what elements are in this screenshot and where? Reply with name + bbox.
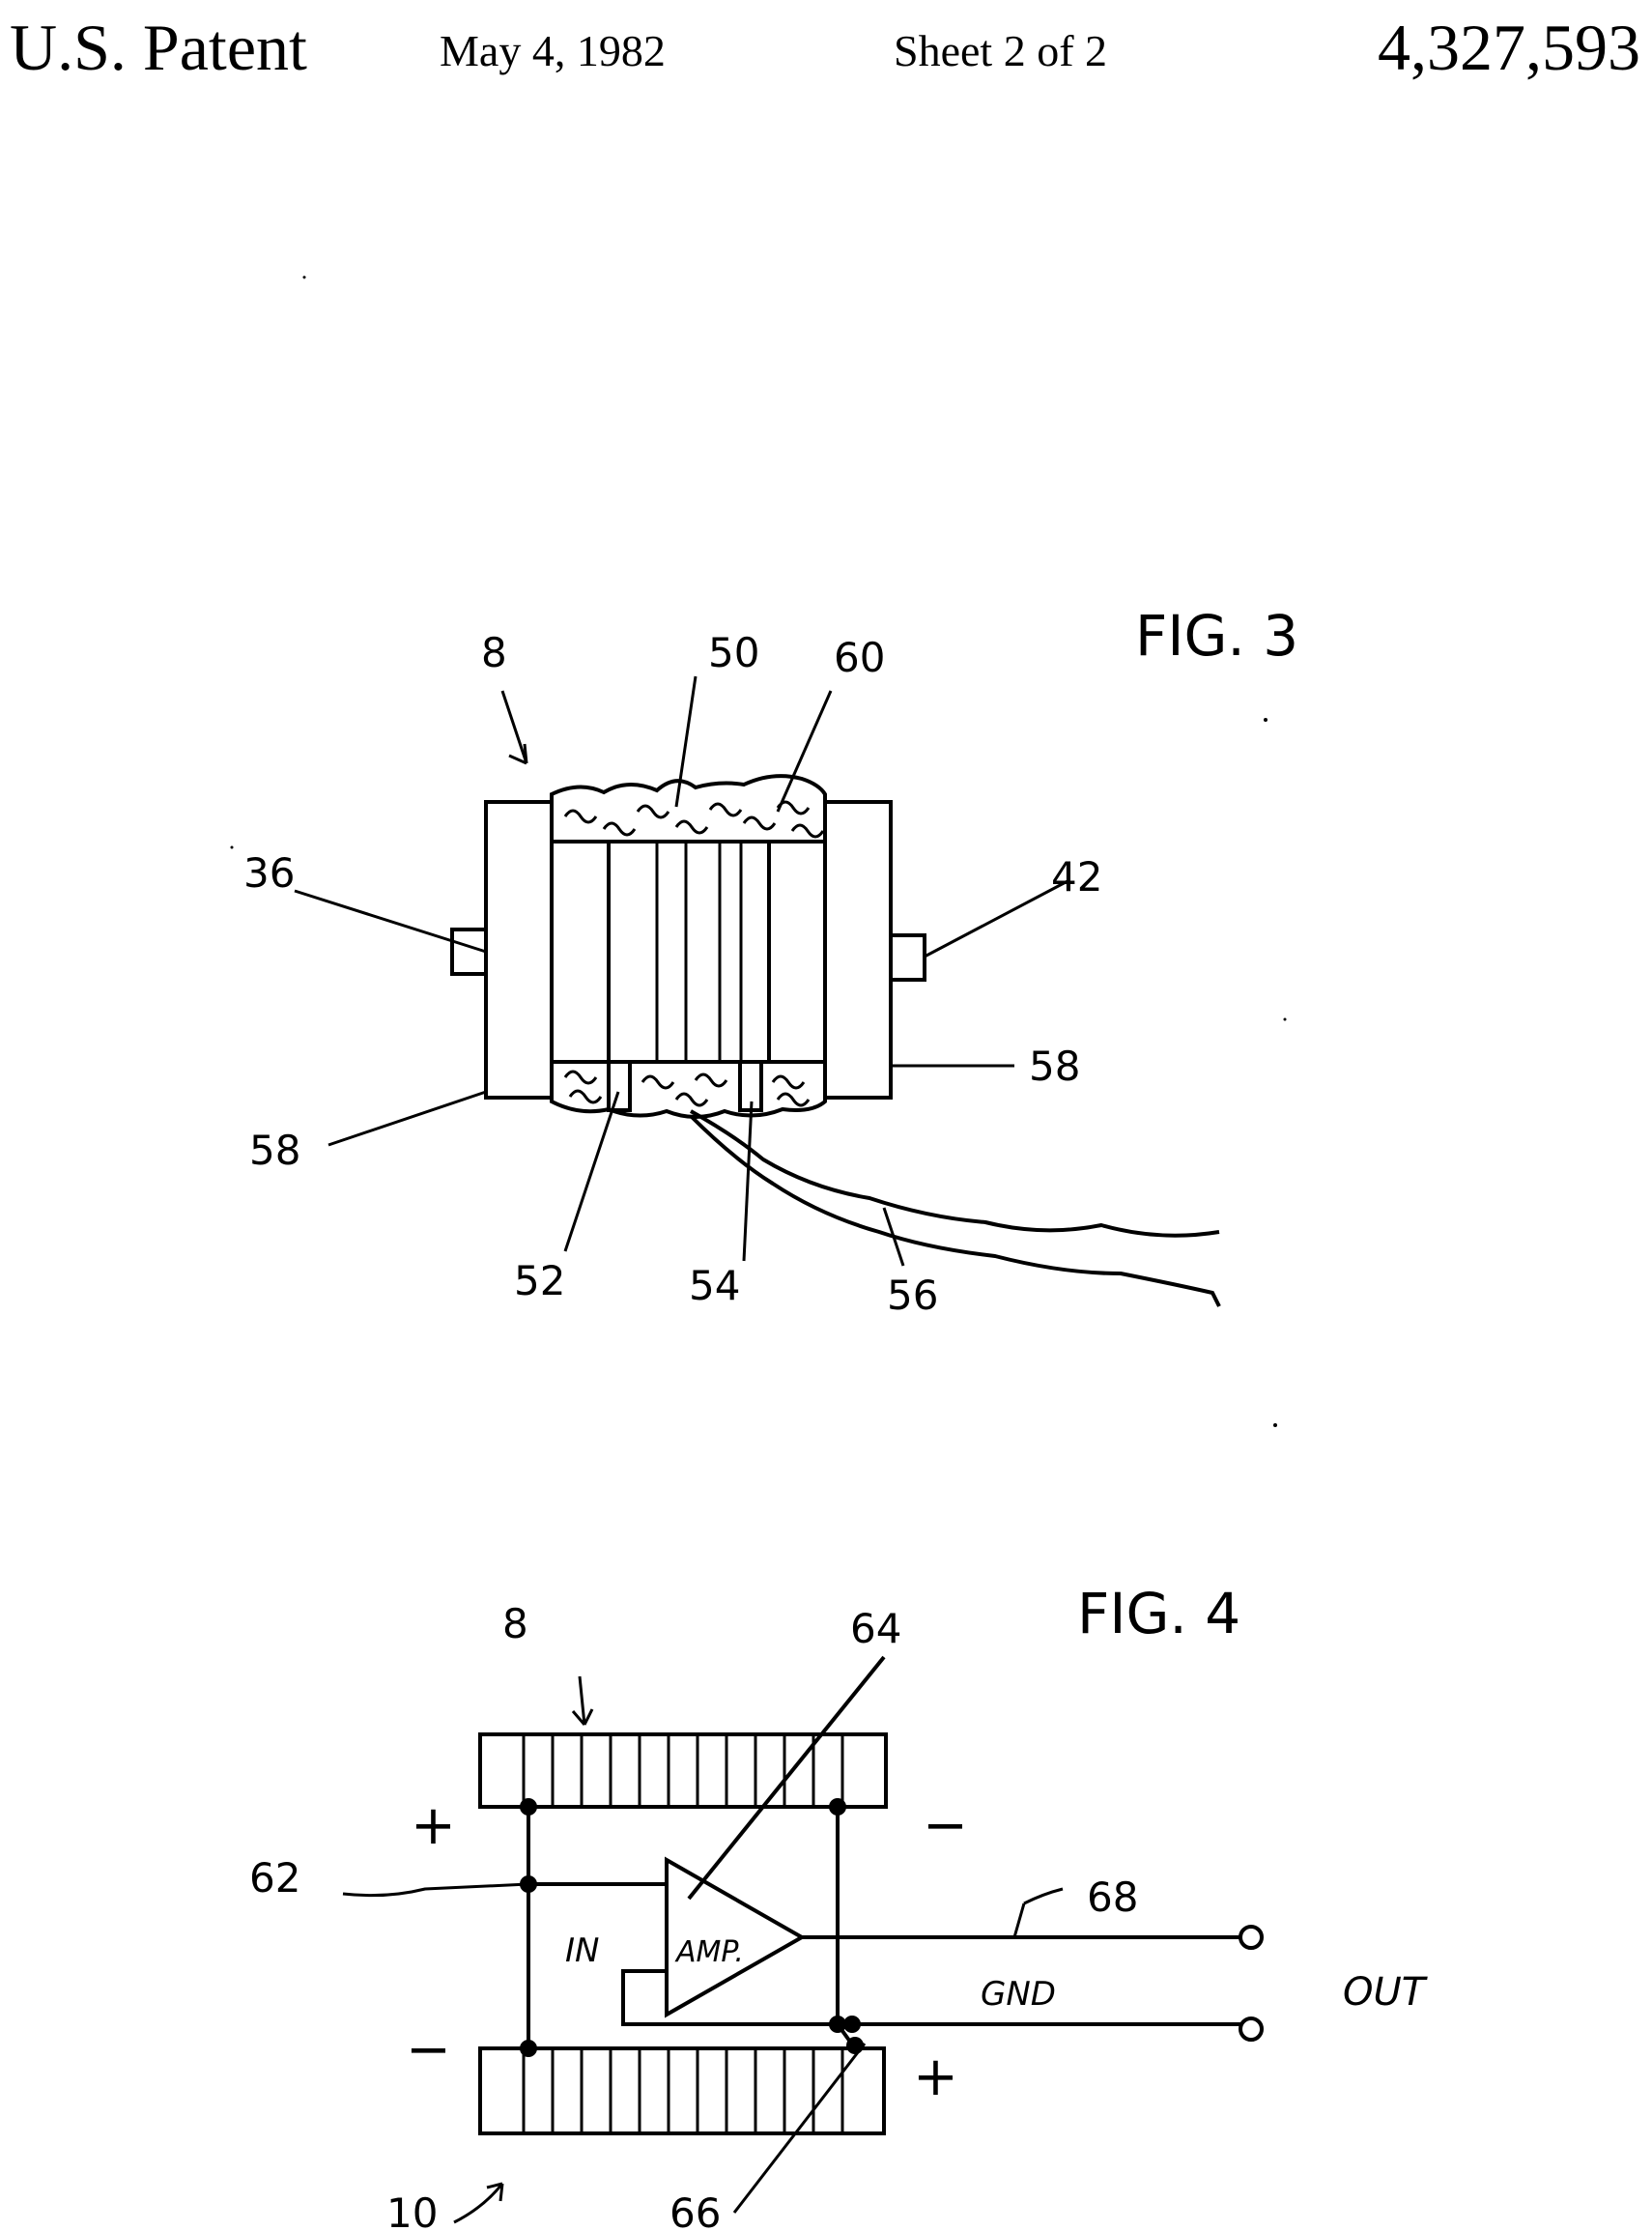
out-terminal-ground: [1239, 2016, 1264, 2042]
fig3-ref-50: 50: [708, 629, 759, 676]
patent-date: May 4, 1982: [440, 26, 666, 75]
tab-36: [450, 928, 488, 976]
fig4-ref-62: 62: [249, 1854, 300, 1902]
label-amp: AMP.: [674, 1935, 744, 1969]
patent-number: 4,327,593: [1378, 11, 1640, 84]
label-out: OUT: [1343, 1970, 1429, 2015]
fig4-caption: FIG. 4: [1077, 1581, 1240, 1646]
fig3-group: FIG. 3: [243, 603, 1298, 1319]
right-inner-block: [767, 840, 827, 1064]
fig3-ref-8: 8: [481, 629, 507, 676]
plus-bottom: +: [913, 2045, 958, 2108]
circuit-wiring: [527, 1807, 1241, 2050]
fig3-ref-58-right: 58: [1029, 1043, 1080, 1090]
fig3-ref-36: 36: [243, 849, 295, 897]
fig3-ref-54: 54: [689, 1262, 740, 1309]
minus-top: −: [923, 1794, 968, 1857]
fig4-ref-64: 64: [850, 1605, 901, 1652]
fig4-ref-10: 10: [386, 2189, 438, 2231]
plus-top: +: [411, 1794, 456, 1857]
fig3-ref-52: 52: [514, 1257, 565, 1304]
right-electrode: [823, 800, 893, 1100]
label-gnd: GND: [981, 1975, 1056, 2014]
left-inner-block: [550, 840, 611, 1064]
wire-56-b: [689, 1114, 1221, 1307]
potting-squiggles-bottom: [563, 1070, 811, 1107]
element-10: [478, 2046, 886, 2135]
fig4-group: FIG. 4: [249, 1581, 1429, 2231]
fig4-ref-8: 8: [502, 1600, 528, 1647]
element-8: [478, 1732, 888, 1809]
fig4-ref-68: 68: [1087, 1873, 1138, 1921]
fig4-ref-66: 66: [669, 2189, 721, 2231]
central-element: [607, 840, 771, 1064]
label-in: IN: [565, 1931, 599, 1970]
fig3-caption: FIG. 3: [1135, 603, 1298, 669]
top-potting: [550, 774, 827, 842]
left-electrode: [484, 800, 554, 1100]
fig3-ref-56: 56: [887, 1272, 938, 1319]
tab-42: [889, 933, 926, 982]
out-terminal-signal: [1239, 1925, 1264, 1950]
sheet-number: Sheet 2 of 2: [894, 26, 1108, 75]
amplifier: [665, 1856, 807, 2018]
patent-title: U.S. Patent: [10, 11, 307, 84]
fig3-ref-58-left: 58: [249, 1127, 300, 1174]
minus-bottom: −: [406, 2018, 451, 2081]
wire-56-a: [690, 1109, 1220, 1238]
bottom-potting: [550, 1062, 827, 1119]
fig3-ref-60: 60: [834, 634, 885, 681]
lead-52: [607, 1060, 632, 1112]
potting-squiggles-top: [563, 800, 825, 839]
fig3-ref-42: 42: [1051, 853, 1102, 901]
